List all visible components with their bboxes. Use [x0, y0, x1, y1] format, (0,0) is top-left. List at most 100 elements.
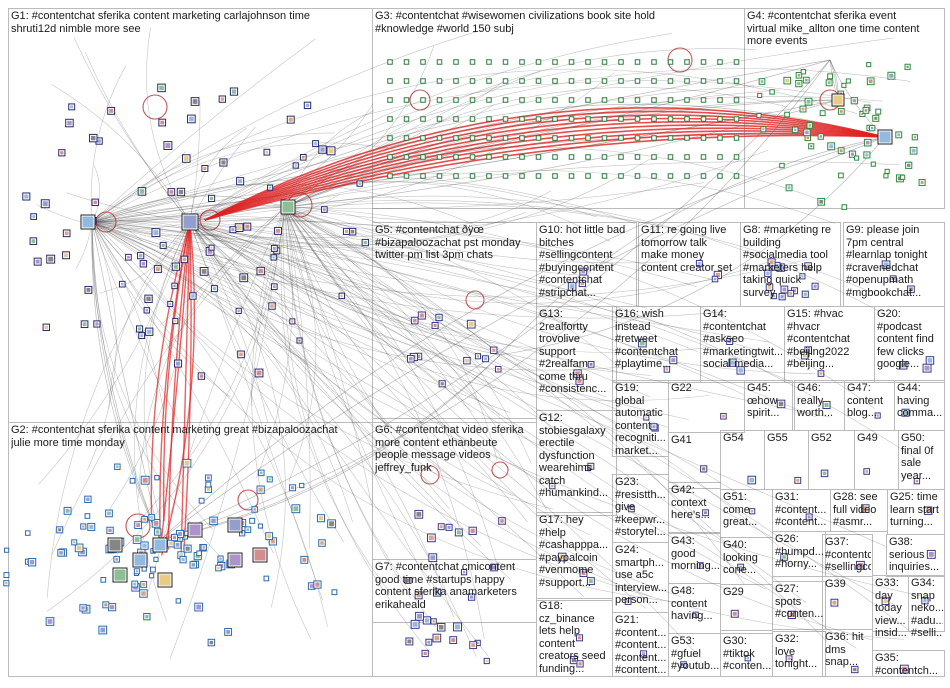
graph-node [634, 135, 641, 141]
graph-node-avatar [641, 652, 646, 656]
graph-node [733, 97, 740, 103]
edge [284, 206, 430, 586]
group-box-g44 [894, 380, 945, 431]
graph-node-avatar [484, 357, 487, 361]
graph-node [403, 59, 410, 65]
edge [189, 221, 682, 598]
graph-node-avatar [184, 156, 189, 161]
graph-node-avatar [196, 604, 202, 610]
group-box-g49 [854, 430, 899, 490]
edge-highlight [180, 221, 191, 562]
graph-node-avatar [447, 525, 451, 529]
edge [189, 221, 501, 417]
graph-node [519, 59, 525, 65]
graph-node-avatar [42, 201, 48, 207]
graph-node-avatar [229, 519, 241, 531]
graph-node-avatar [238, 179, 243, 184]
graph-node-avatar [780, 295, 784, 299]
graph-node [568, 97, 575, 103]
edge-highlight [160, 221, 191, 547]
graph-node-avatar [192, 99, 198, 104]
edge [91, 221, 727, 319]
graph-node-avatar [86, 497, 90, 501]
graph-node-avatar [59, 551, 63, 555]
edge [284, 206, 507, 223]
graph-node-avatar [471, 643, 476, 648]
graph-node-avatar [173, 264, 178, 269]
edge [189, 221, 895, 606]
graph-node [486, 135, 492, 141]
graph-node-avatar [209, 640, 214, 645]
graph-node-avatar [797, 74, 801, 77]
graph-node-avatar [762, 128, 765, 131]
graph-node-avatar [70, 105, 74, 109]
graph-node-avatar [813, 284, 817, 288]
group-box-g29 [720, 584, 773, 631]
edge [189, 221, 652, 376]
graph-node-avatar [722, 415, 725, 418]
graph-node-avatar [455, 624, 460, 630]
graph-node [331, 589, 338, 596]
graph-node [884, 168, 890, 174]
graph-node-avatar [581, 269, 586, 274]
graph-node-avatar [60, 151, 64, 155]
edge [91, 221, 699, 656]
graph-node-avatar [876, 414, 879, 417]
group-box-g46 [794, 380, 845, 431]
graph-node [403, 135, 410, 141]
edge [51, 84, 191, 223]
graph-node-avatar [785, 78, 789, 83]
graph-node-avatar [419, 313, 424, 318]
graph-node [601, 97, 608, 103]
edge [38, 221, 191, 485]
edge [169, 206, 286, 660]
graph-node-avatar [406, 579, 410, 582]
group-box-g55 [764, 430, 809, 490]
graph-node [618, 116, 624, 122]
edge [189, 221, 779, 547]
graph-node [469, 78, 476, 84]
edge [159, 354, 501, 541]
graph-node-avatar [267, 534, 272, 539]
graph-node-avatar [155, 267, 160, 272]
graph-node-avatar [184, 460, 190, 466]
graph-node-avatar [309, 584, 314, 588]
graph-node-avatar [206, 476, 210, 480]
graph-node [667, 97, 674, 103]
edge [91, 59, 831, 223]
graph-node-avatar [141, 591, 146, 596]
graph-node [420, 154, 426, 160]
graph-node-avatar [258, 487, 263, 492]
edge [284, 206, 556, 454]
graph-node-avatar [863, 506, 868, 511]
edge-highlight [183, 221, 192, 550]
edge [284, 206, 668, 264]
edge [159, 136, 886, 541]
graph-node-avatar [423, 651, 427, 656]
edge-highlight [204, 130, 886, 221]
graph-node [486, 59, 492, 65]
edge [91, 221, 886, 547]
graph-node-avatar [901, 363, 906, 368]
graph-node [717, 97, 723, 103]
graph-node-avatar [730, 360, 735, 365]
edge [91, 221, 831, 418]
graph-node-avatar [865, 153, 869, 157]
graph-node-avatar [156, 530, 160, 534]
group-box-g7 [372, 559, 537, 677]
graph-node-avatar [801, 107, 805, 111]
graph-node-avatar [470, 528, 475, 533]
edge [189, 221, 291, 312]
graph-node [453, 97, 459, 103]
graph-node-avatar [24, 194, 29, 199]
graph-node [634, 59, 641, 65]
edge [91, 221, 650, 371]
graph-node [845, 78, 851, 84]
graph-node [552, 135, 558, 141]
graph-node [453, 135, 459, 141]
edge [108, 221, 191, 409]
graph-node [502, 173, 509, 179]
group-box-g15 [784, 306, 875, 383]
graph-node-avatar [806, 264, 810, 268]
edge [159, 136, 886, 541]
